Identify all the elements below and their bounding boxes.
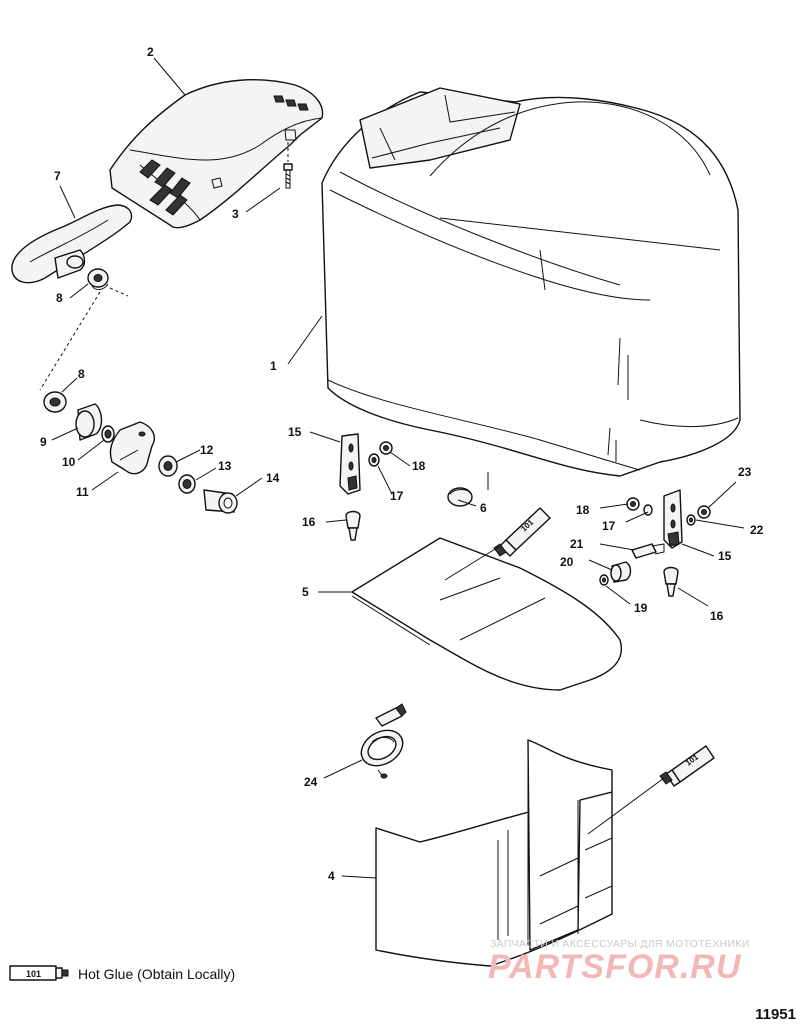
callout-11: 11 — [76, 485, 89, 499]
callout-8-upper: 8 — [56, 291, 63, 305]
leader-lines — [51, 57, 745, 879]
callout-18-left: 18 — [412, 459, 426, 473]
callout-14: 14 — [266, 471, 280, 485]
bracket-15-left — [339, 433, 361, 495]
callout-5: 5 — [302, 585, 309, 599]
washer-10 — [101, 425, 115, 443]
nut-13 — [178, 474, 196, 494]
callout-17-right: 17 — [602, 519, 616, 533]
screw-3 — [283, 142, 293, 189]
callout-15-left: 15 — [288, 425, 302, 439]
callout-21: 21 — [570, 537, 584, 551]
callout-16-right: 16 — [710, 609, 724, 623]
watermark-subtitle: ЗАПЧАСТИ И АКСЕССУАРЫ ДЛЯ МОТОТЕХНИКИ — [490, 938, 750, 950]
callout-7: 7 — [54, 169, 61, 183]
callout-8-lower: 8 — [78, 367, 85, 381]
plug-6 — [447, 487, 473, 507]
nut-18-right — [626, 497, 640, 511]
callout-15-right: 15 — [718, 549, 732, 563]
callout-labels: 1 2 3 4 5 6 7 8 8 9 10 11 12 13 14 15 15… — [40, 45, 764, 883]
callout-22: 22 — [750, 523, 764, 537]
clamp-24 — [360, 703, 407, 779]
callout-18-right: 18 — [576, 503, 590, 517]
grommet-8-lower — [43, 391, 67, 413]
callout-23: 23 — [738, 465, 752, 479]
callout-1: 1 — [270, 359, 277, 373]
nut-18-left — [379, 441, 393, 455]
bracket-15-right — [663, 489, 683, 549]
washer-19 — [599, 574, 609, 586]
pad-5 — [351, 537, 623, 691]
legend-tube: 101 — [9, 965, 69, 981]
assembly-line — [39, 291, 101, 391]
grommet-8-upper — [87, 268, 109, 291]
callout-16-left: 16 — [302, 515, 316, 529]
callout-9: 9 — [40, 435, 47, 449]
callout-19: 19 — [634, 601, 648, 615]
stud-21 — [631, 543, 665, 559]
glue-tube-lower: 101 — [659, 745, 715, 787]
washer-22 — [686, 514, 696, 526]
callout-3: 3 — [232, 207, 239, 221]
assembly-line-2 — [109, 287, 129, 297]
handle-7 — [11, 204, 133, 284]
spacer-20 — [610, 561, 632, 583]
spacer-9 — [75, 403, 103, 441]
top-cowl — [321, 87, 741, 477]
callout-20: 20 — [560, 555, 574, 569]
nut-23 — [697, 505, 711, 519]
legend-description: Hot Glue (Obtain Locally) — [78, 966, 236, 982]
glue-tube-upper: 101 — [493, 507, 551, 557]
callout-12: 12 — [200, 443, 214, 457]
legend-tube-label: 101 — [26, 969, 41, 979]
grommet-16-left — [345, 510, 361, 541]
watermark-logo: PARTSFOR.RU — [488, 948, 742, 986]
bolt-14 — [203, 489, 238, 514]
grommet-16-right — [663, 566, 679, 597]
rear-cover — [109, 79, 324, 229]
drawing-number: 11951 — [755, 1006, 796, 1023]
callout-10: 10 — [62, 455, 76, 469]
chaps-4 — [375, 739, 613, 967]
washer-17-left — [368, 453, 380, 467]
callout-13: 13 — [218, 459, 232, 473]
callout-4: 4 — [328, 869, 335, 883]
callout-6: 6 — [480, 501, 487, 515]
washer-12 — [158, 455, 178, 477]
callout-2: 2 — [147, 45, 154, 59]
latch-11 — [109, 421, 156, 475]
callout-17-left: 17 — [390, 489, 404, 503]
callout-24: 24 — [304, 775, 318, 789]
